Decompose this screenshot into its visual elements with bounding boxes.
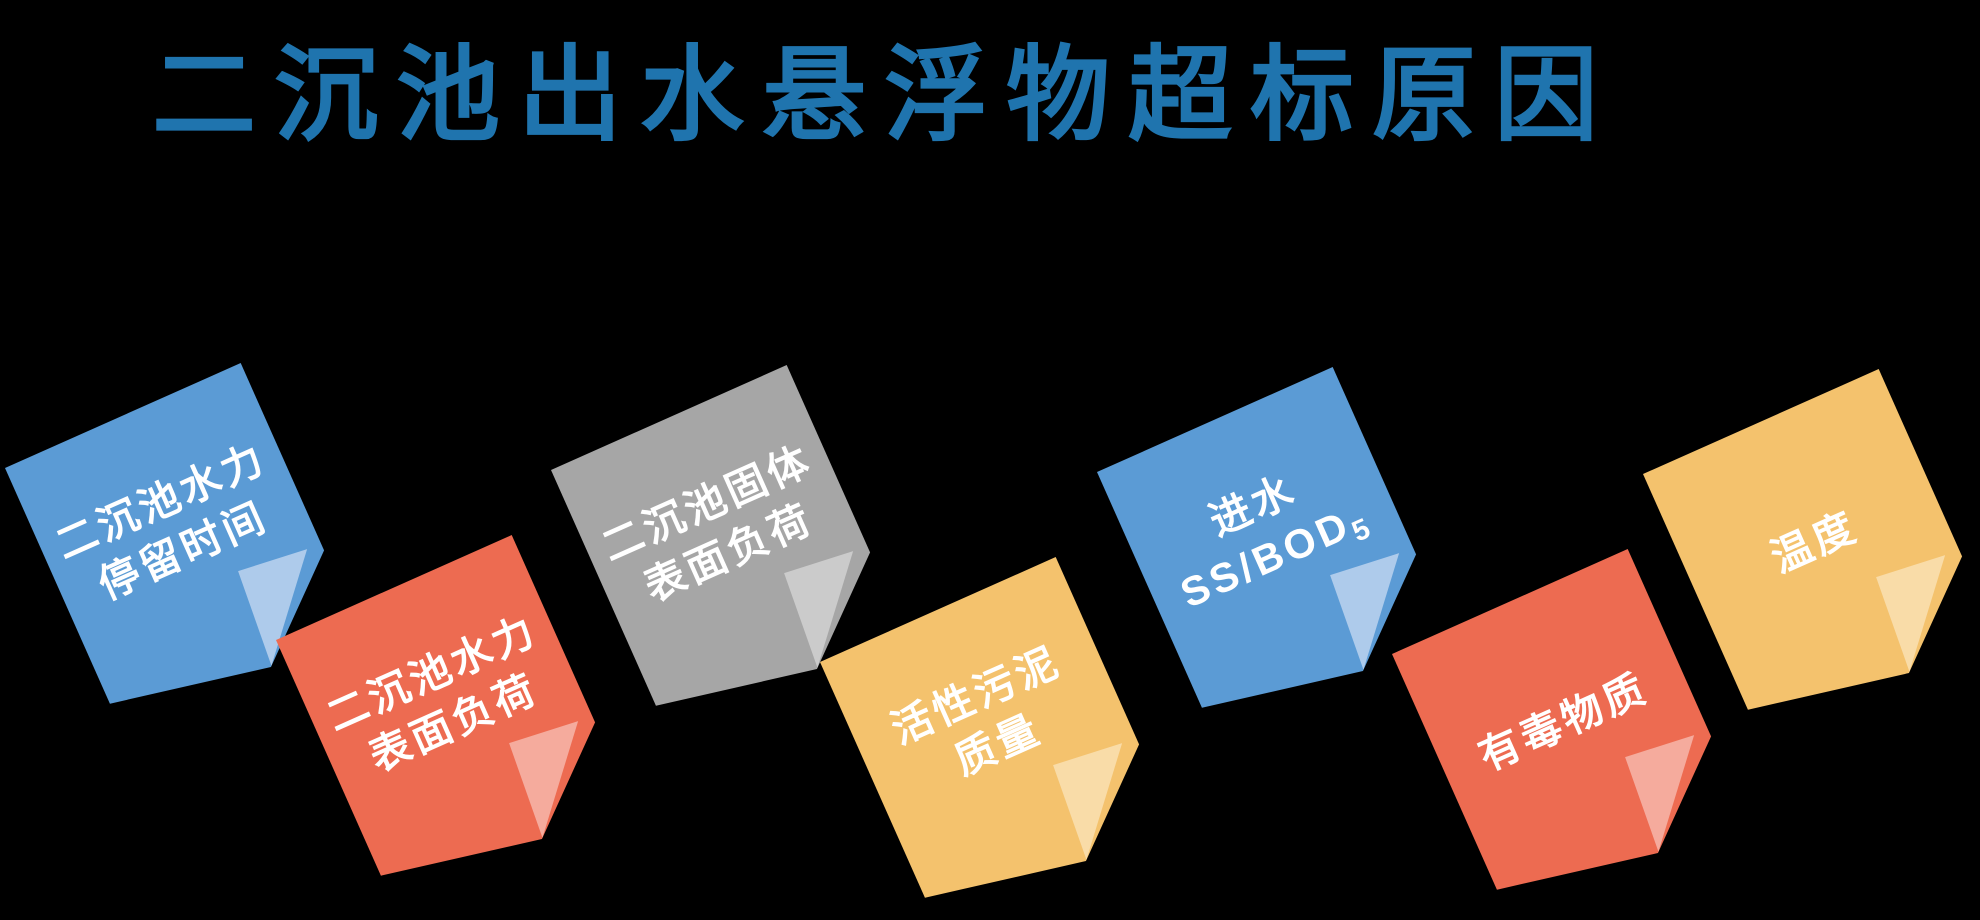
note-body — [551, 365, 871, 706]
note-body — [276, 535, 596, 876]
note-body — [1097, 367, 1417, 708]
folded-corner-icon — [1625, 735, 1695, 852]
folded-corner-icon — [238, 549, 308, 666]
sticky-note-temperature: 温度 — [1643, 369, 1963, 710]
note-body — [820, 557, 1140, 898]
note-body — [5, 363, 325, 704]
sticky-note-toxic-substances: 有毒物质 — [1392, 549, 1712, 890]
folded-corner-icon — [784, 551, 854, 668]
page-title: 二沉池出水悬浮物超标原因 — [151, 38, 1616, 154]
folded-corner-icon — [509, 721, 579, 838]
folded-corner-icon — [1876, 555, 1946, 672]
note-body — [1643, 369, 1963, 710]
note-body — [1392, 549, 1712, 890]
folded-corner-icon — [1330, 553, 1400, 670]
folded-corner-icon — [1053, 743, 1123, 860]
